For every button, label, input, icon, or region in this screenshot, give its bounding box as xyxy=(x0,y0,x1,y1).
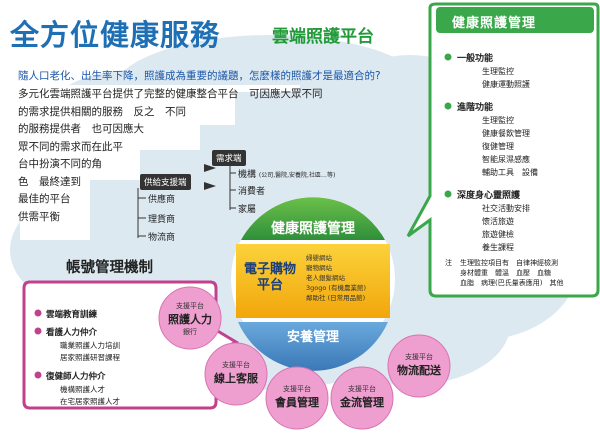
supply-label: 供給支援端 xyxy=(140,174,191,190)
account-management-label: 帳號管理機制 xyxy=(66,260,153,276)
intro-line: 色 最終達到 xyxy=(18,175,81,188)
demand-item-family: 家屬 xyxy=(238,205,257,215)
intro-line: 供需平衡 xyxy=(18,210,60,223)
platform-support-label: 支援平台 xyxy=(283,385,311,393)
pink-item-sub: 機構照護人才 xyxy=(60,385,105,394)
shopping-items: 婦嬰網站 寵物網站 老人銀髮網站 3gogo (有機農業館) 鄰助社 (日常用品… xyxy=(306,252,366,302)
supply-item-distributor: 理貨商 xyxy=(148,215,176,225)
side-panel-frame xyxy=(406,2,600,298)
side-section-item: 健康餐飲管理 xyxy=(482,129,530,138)
platform-bubbles xyxy=(158,286,451,430)
side-section-item: 生理監控 xyxy=(482,116,514,125)
intro-line: 最佳的平台 xyxy=(18,193,71,205)
side-note-line: 身材體重 體溫 血壓 血糖 xyxy=(460,269,551,277)
side-section-heading: 進階功能 xyxy=(457,103,494,113)
demand-item-label: 機構 xyxy=(238,170,257,180)
platform-name: 物流配送 xyxy=(397,364,441,377)
pink-item-heading: 看護人力仲介 xyxy=(46,328,98,338)
intro-line: 的服務提供者 也可因應大 xyxy=(18,123,144,135)
platform-name: 會員管理 xyxy=(275,396,319,409)
side-section-item: 輔助工具 設備 xyxy=(482,168,538,177)
side-note-line: 血脂 病理(巴氏量表應用) 其他 xyxy=(460,279,564,287)
pink-item-sub: 職業照護人力培訓 xyxy=(60,341,120,350)
side-section-item: 智能尿濕感應 xyxy=(482,155,530,164)
platform-bubble-logistics: 支援平台 物流配送 xyxy=(389,352,449,378)
intro-line: 台中扮演不同的角 xyxy=(18,158,102,170)
platform-extra: 銀行 xyxy=(183,328,197,336)
side-note-label: 注 xyxy=(445,259,452,267)
pink-item-heading: 雲端教育訓練 xyxy=(46,310,98,320)
supply-item-vendor: 供應商 xyxy=(148,195,176,205)
shopping-item: 老人銀髮網站 xyxy=(306,274,345,282)
intro-line: 眾不同的需求而在此平 xyxy=(18,140,123,153)
shopping-item: 寵物網站 xyxy=(306,264,332,272)
center-elder-care-label: 安養管理 xyxy=(286,330,339,345)
pink-item-sub: 在宅居家照護人才 xyxy=(60,397,120,406)
platform-name: 金流管理 xyxy=(340,396,384,409)
side-section-item: 旅遊健檢 xyxy=(482,230,514,239)
shopping-item: 婦嬰網站 xyxy=(306,254,332,262)
side-bullets xyxy=(444,53,452,198)
platform-bubble-cash-flow: 支援平台 金流管理 xyxy=(332,384,392,410)
shopping-item: 3gogo (有機農業館) xyxy=(306,284,366,292)
side-section-item: 懷活旅遊 xyxy=(482,217,514,226)
intro-question: 隨人口老化、出生率下降，照護成為重要的議題，怎麼樣的照護才是最適合的? xyxy=(18,70,381,82)
arrow-supply xyxy=(204,182,216,190)
pink-item-heading: 復健師人力仲介 xyxy=(46,372,106,382)
demand-item-institution: 機構 (公司,醫院,安養院,社區…等) xyxy=(238,167,335,180)
intro-text-area xyxy=(20,85,300,240)
platform-support-label: 支援平台 xyxy=(176,302,204,310)
supply-lines xyxy=(137,188,146,238)
side-section-item: 復健管理 xyxy=(482,142,514,151)
platform-bubble-online-service: 支援平台 線上客服 xyxy=(206,360,266,386)
shopping-item: 鄰助社 (日常用品館) xyxy=(306,294,366,302)
intro-line: 的需求提供相關的服務 反之 不同 xyxy=(18,105,186,118)
demand-institution-note: (公司,醫院,安養院,社區…等) xyxy=(258,172,336,179)
supply-item-logistics: 物流商 xyxy=(148,233,176,243)
platform-name: 線上客服 xyxy=(214,372,258,385)
demand-label: 需求端 xyxy=(212,150,246,166)
side-section-item: 健康運動照護 xyxy=(482,80,530,89)
platform-name: 照護人力 xyxy=(168,313,212,326)
page-subtitle: 雲端照護平台 xyxy=(272,27,374,47)
page-title: 全方位健康服務 xyxy=(10,18,221,52)
side-panel-header-bg xyxy=(436,7,594,33)
intro-line: 多元化雲端照護平台提供了完整的健康整合平台 可因應大眾不同 xyxy=(18,88,323,100)
pink-item-sub: 居家照護研習課程 xyxy=(60,353,120,362)
platform-support-label: 支援平台 xyxy=(405,353,433,361)
platform-bubble-care-workforce: 支援平台 照護人力 銀行 xyxy=(160,301,220,337)
arrow-demand xyxy=(204,164,216,172)
shopping-platform-title: 電子購物平台 xyxy=(244,262,297,293)
side-note: 生理監控項目有 自律神經檢測 身材體重 體溫 血壓 血糖 血脂 病理(巴氏量表應… xyxy=(460,258,563,288)
side-panel-title: 健康照護管理 xyxy=(452,16,537,31)
side-section-heading: 一般功能 xyxy=(457,54,494,64)
intro-paragraph: 多元化雲端照護平台提供了完整的健康整合平台 可因應大眾不同 的需求提供相關的服務… xyxy=(18,86,323,226)
side-section-item: 社交活動安排 xyxy=(482,204,530,213)
side-section-item: 養生課程 xyxy=(482,243,514,252)
side-note-line: 生理監控項目有 自律神經檢測 xyxy=(460,259,558,267)
side-section-item: 生理監控 xyxy=(482,67,514,76)
demand-lines xyxy=(229,158,236,210)
demand-item-consumer: 消費者 xyxy=(238,187,266,197)
platform-support-label: 支援平台 xyxy=(222,361,250,369)
pink-bullets xyxy=(34,309,42,379)
center-health-care-label: 健康照護管理 xyxy=(271,221,355,237)
platform-support-label: 支援平台 xyxy=(348,385,376,393)
side-section-heading: 深度身心靈照護 xyxy=(457,191,521,201)
platform-bubble-member-management: 支援平台 會員管理 xyxy=(267,384,327,410)
center-circle xyxy=(231,197,395,371)
